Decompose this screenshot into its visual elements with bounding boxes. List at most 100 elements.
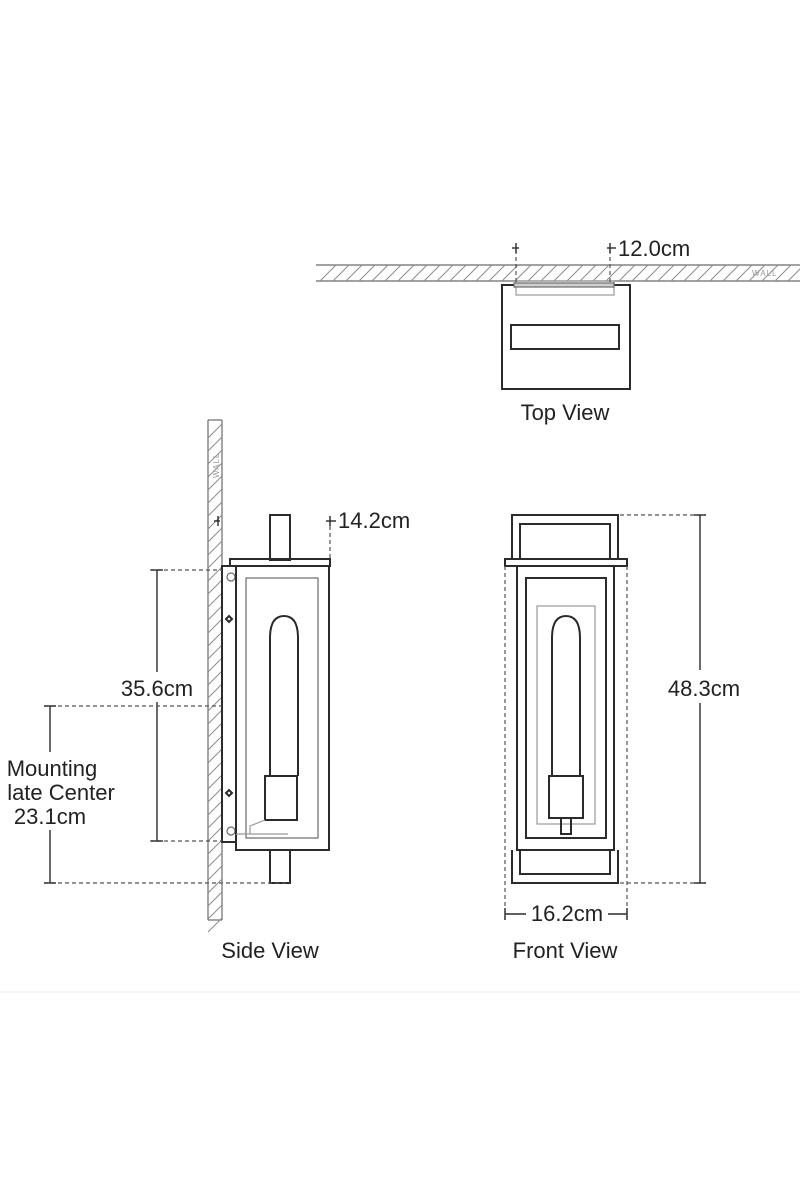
side-screw-top-icon xyxy=(226,572,236,582)
wall-hatch-line xyxy=(748,264,766,282)
wall-hatch-line xyxy=(207,748,223,764)
wall-hatch-line xyxy=(207,800,223,816)
front-width-dimension xyxy=(504,566,628,920)
wall-hatch-line xyxy=(207,878,223,894)
top-depth-dimension xyxy=(512,243,616,283)
wall-hatch-line xyxy=(696,264,714,282)
wall-hatch-line xyxy=(423,264,441,282)
wall-hatch-line xyxy=(207,449,223,465)
wall-hatch-line xyxy=(605,264,623,282)
wall-hatch-line xyxy=(345,264,363,282)
wall-hatch-line xyxy=(207,540,223,556)
wall-hatch-line xyxy=(207,735,223,751)
wall-hatch-line xyxy=(488,264,506,282)
wall-hatch-line xyxy=(319,264,337,282)
side-wall: WALL xyxy=(207,419,223,933)
side-projection-dimension xyxy=(214,516,336,560)
wall-hatch-line xyxy=(501,264,519,282)
side-socket xyxy=(264,775,298,821)
wall-hatch-line xyxy=(207,761,223,777)
front-view: 48.3cm 16.2cm Front View xyxy=(504,514,740,963)
wall-hatch-line xyxy=(384,264,402,282)
side-glass-panel xyxy=(245,577,319,839)
wall-hatch-line xyxy=(207,553,223,569)
wall-hatch-line xyxy=(207,501,223,517)
wall-hatch-line xyxy=(514,264,532,282)
top-mount-bracket xyxy=(513,282,615,288)
wall-hatch-line xyxy=(553,264,571,282)
front-socket-stem xyxy=(560,817,572,835)
front-lantern-frame xyxy=(516,565,615,851)
wall-hatch-line xyxy=(207,462,223,478)
wall-hatch-line xyxy=(397,264,415,282)
side-backplate xyxy=(221,565,237,843)
side-mounting-label-line2: late Center xyxy=(7,780,115,805)
wall-hatch-line xyxy=(475,264,493,282)
top-backplate xyxy=(515,280,615,296)
wall-hatch-line xyxy=(207,618,223,634)
side-backplate-label: 35.6cm xyxy=(121,676,193,701)
wall-hatch-line xyxy=(207,436,223,452)
wall-hatch-line xyxy=(631,264,649,282)
front-glass-panel xyxy=(525,577,607,839)
wall-hatch-line xyxy=(207,839,223,855)
wall-hatch-line xyxy=(207,683,223,699)
top-view-title: Top View xyxy=(521,400,610,425)
wall-hatch-line xyxy=(207,813,223,829)
side-bottom-post xyxy=(269,849,291,884)
wall-hatch-line xyxy=(332,264,350,282)
wall-hatch-line xyxy=(774,264,792,282)
wall-hatch-line xyxy=(670,264,688,282)
side-view-title: Side View xyxy=(221,938,319,963)
wall-hatch-line xyxy=(207,917,223,933)
top-view: WALL 12.0cm Top View xyxy=(316,236,800,425)
wall-hatch-line xyxy=(358,264,376,282)
front-top-loop-inner xyxy=(519,523,611,559)
wall-hatch-line xyxy=(709,264,727,282)
side-view: WALL 14.2cm xyxy=(7,419,410,963)
wall-hatch-line xyxy=(207,826,223,842)
front-height-label: 48.3cm xyxy=(668,676,740,701)
wall-hatch-line xyxy=(540,264,558,282)
wall-hatch-line xyxy=(207,579,223,595)
wall-hatch-line xyxy=(207,774,223,790)
side-projection-label: 14.2cm xyxy=(338,508,410,533)
wall-hatch-line xyxy=(207,592,223,608)
wall-hatch-line xyxy=(371,264,389,282)
wall-hatch-line xyxy=(722,264,740,282)
wall-hatch-line xyxy=(207,852,223,868)
wall-hatch-line xyxy=(735,264,753,282)
side-backplate-dimension xyxy=(150,569,222,842)
side-bulb-icon xyxy=(269,614,299,776)
wall-hatch-line xyxy=(410,264,428,282)
wall-hatch-line xyxy=(207,865,223,881)
top-glass-window xyxy=(510,324,620,350)
wall-hatch-line xyxy=(207,475,223,491)
wall-hatch-line xyxy=(566,264,584,282)
top-depth-label: 12.0cm xyxy=(618,236,690,261)
wall-hatch-line xyxy=(207,709,223,725)
side-mounting-dimension xyxy=(44,705,290,884)
side-screw-bottom-icon xyxy=(226,826,236,836)
front-view-title: Front View xyxy=(513,938,618,963)
front-bottom-loop-inner xyxy=(519,850,611,875)
wall-hatch-line xyxy=(761,264,779,282)
front-socket xyxy=(548,775,584,819)
front-top-loop xyxy=(511,514,619,559)
wall-hatch-line xyxy=(207,904,223,920)
wall-hatch-line xyxy=(579,264,597,282)
wall-hatch-line xyxy=(207,644,223,660)
wall-hatch-line xyxy=(207,423,223,439)
front-bottom-loop xyxy=(511,850,619,884)
wall-hatch-line xyxy=(657,264,675,282)
wall-hatch-line xyxy=(207,722,223,738)
top-wall: WALL xyxy=(316,264,800,282)
wall-hatch-line xyxy=(207,787,223,803)
side-wire xyxy=(236,819,288,835)
front-bulb-icon xyxy=(551,614,581,776)
wall-hatch-line xyxy=(618,264,636,282)
wall-hatch-line xyxy=(207,514,223,530)
front-width-label: 16.2cm xyxy=(531,901,603,926)
wall-hatch-line xyxy=(207,696,223,712)
